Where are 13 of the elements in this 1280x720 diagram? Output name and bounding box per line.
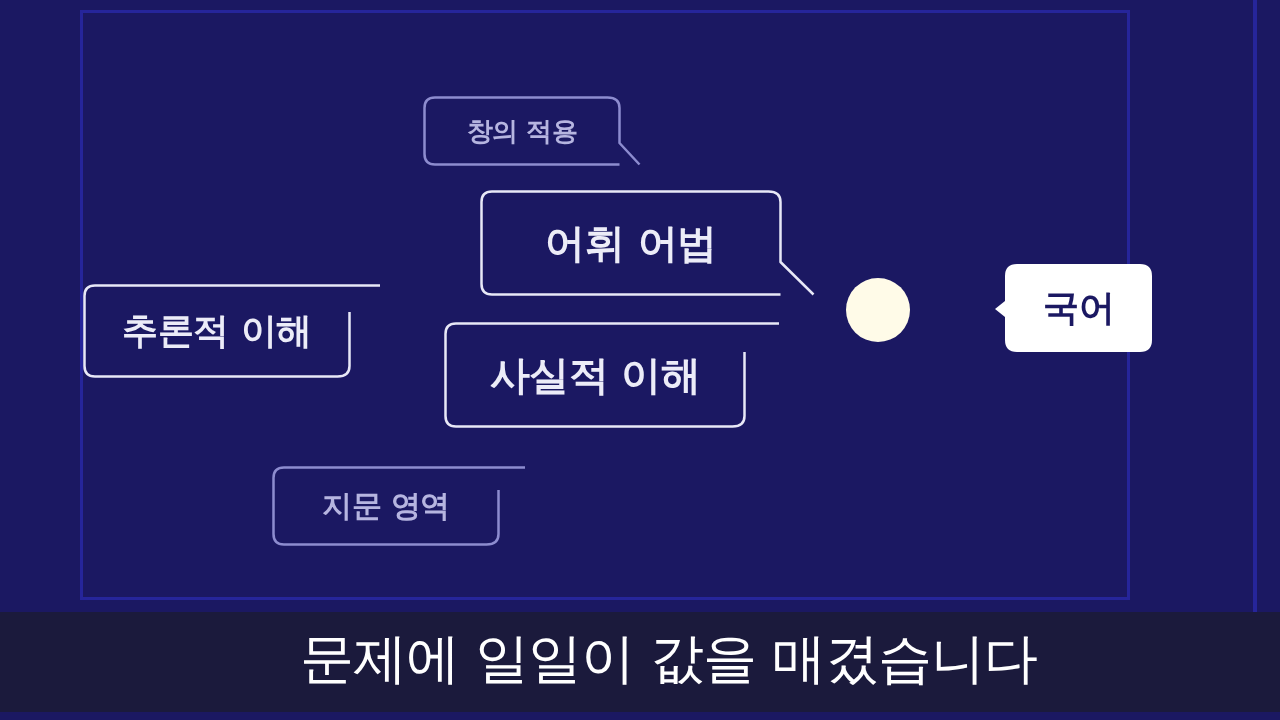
- subtitle-text: 문제에 일일이 값을 매겼습니다: [300, 632, 1038, 686]
- bubble-text: 지문 영역: [322, 491, 450, 521]
- speech-bubble: [480, 190, 815, 296]
- speech-bubble: [83, 284, 380, 378]
- speech-bubble: [444, 322, 779, 428]
- bubble-text: 추론적 이해: [122, 313, 312, 349]
- bubble-text: 창의 적용: [466, 118, 578, 144]
- bubble-text: 국어: [1043, 290, 1114, 326]
- bubble-text: 사실적 이해: [489, 355, 701, 395]
- bubble-text: 어휘 어법: [545, 223, 717, 263]
- speech-bubble: [423, 96, 641, 166]
- speech-bubble: [995, 264, 1152, 352]
- speech-bubble: [272, 466, 525, 546]
